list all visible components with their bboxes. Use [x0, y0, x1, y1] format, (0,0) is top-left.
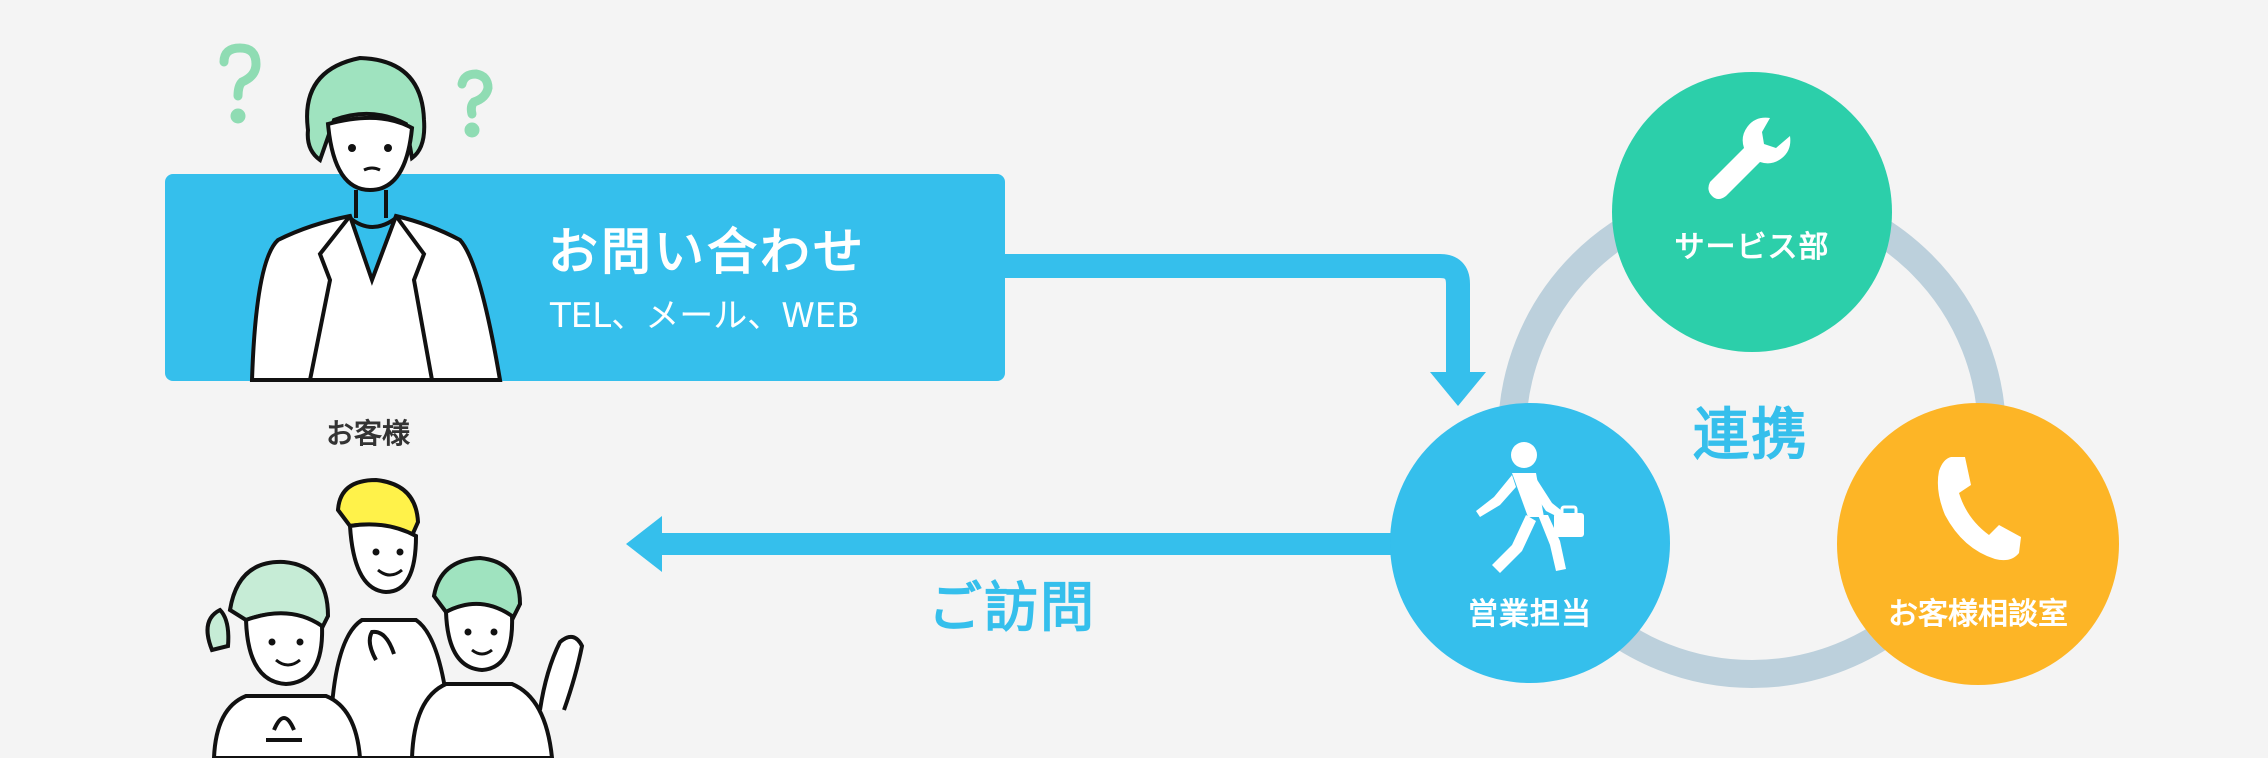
- sales-representative-node: 営業担当: [1390, 403, 1670, 683]
- visit-label: ご訪問: [928, 576, 1096, 639]
- telephone-icon: [1937, 457, 2021, 561]
- question-mark-icon: [219, 43, 493, 138]
- customer-hair: [305, 55, 427, 164]
- customer-support-label: お客様相談室: [1888, 597, 2068, 632]
- inquiry-channels: TEL、メール、WEB: [550, 296, 860, 336]
- collaboration-label: 連携: [1693, 403, 1809, 468]
- customer-face: [325, 115, 415, 193]
- customer-support-node: お客様相談室: [1837, 403, 2119, 685]
- inquiry-arrowhead: [1430, 372, 1486, 406]
- customer-label: お客様: [326, 417, 411, 450]
- customer-illustration: [219, 43, 503, 382]
- visit-arrowhead: [626, 516, 662, 572]
- inquiry-arrow: [1005, 254, 1470, 380]
- inquiry-title: お問い合わせ: [548, 223, 866, 281]
- customer-jacket: [249, 213, 503, 382]
- businessperson-walking-icon: [1476, 442, 1584, 573]
- sales-representative-label: 営業担当: [1468, 597, 1592, 632]
- service-department-label: サービス部: [1674, 230, 1830, 265]
- customers-group-illustration: [205, 477, 585, 758]
- wrench-icon: [1708, 117, 1791, 199]
- service-department-node: サービス部: [1612, 72, 1892, 352]
- visit-arrow: [658, 533, 1398, 555]
